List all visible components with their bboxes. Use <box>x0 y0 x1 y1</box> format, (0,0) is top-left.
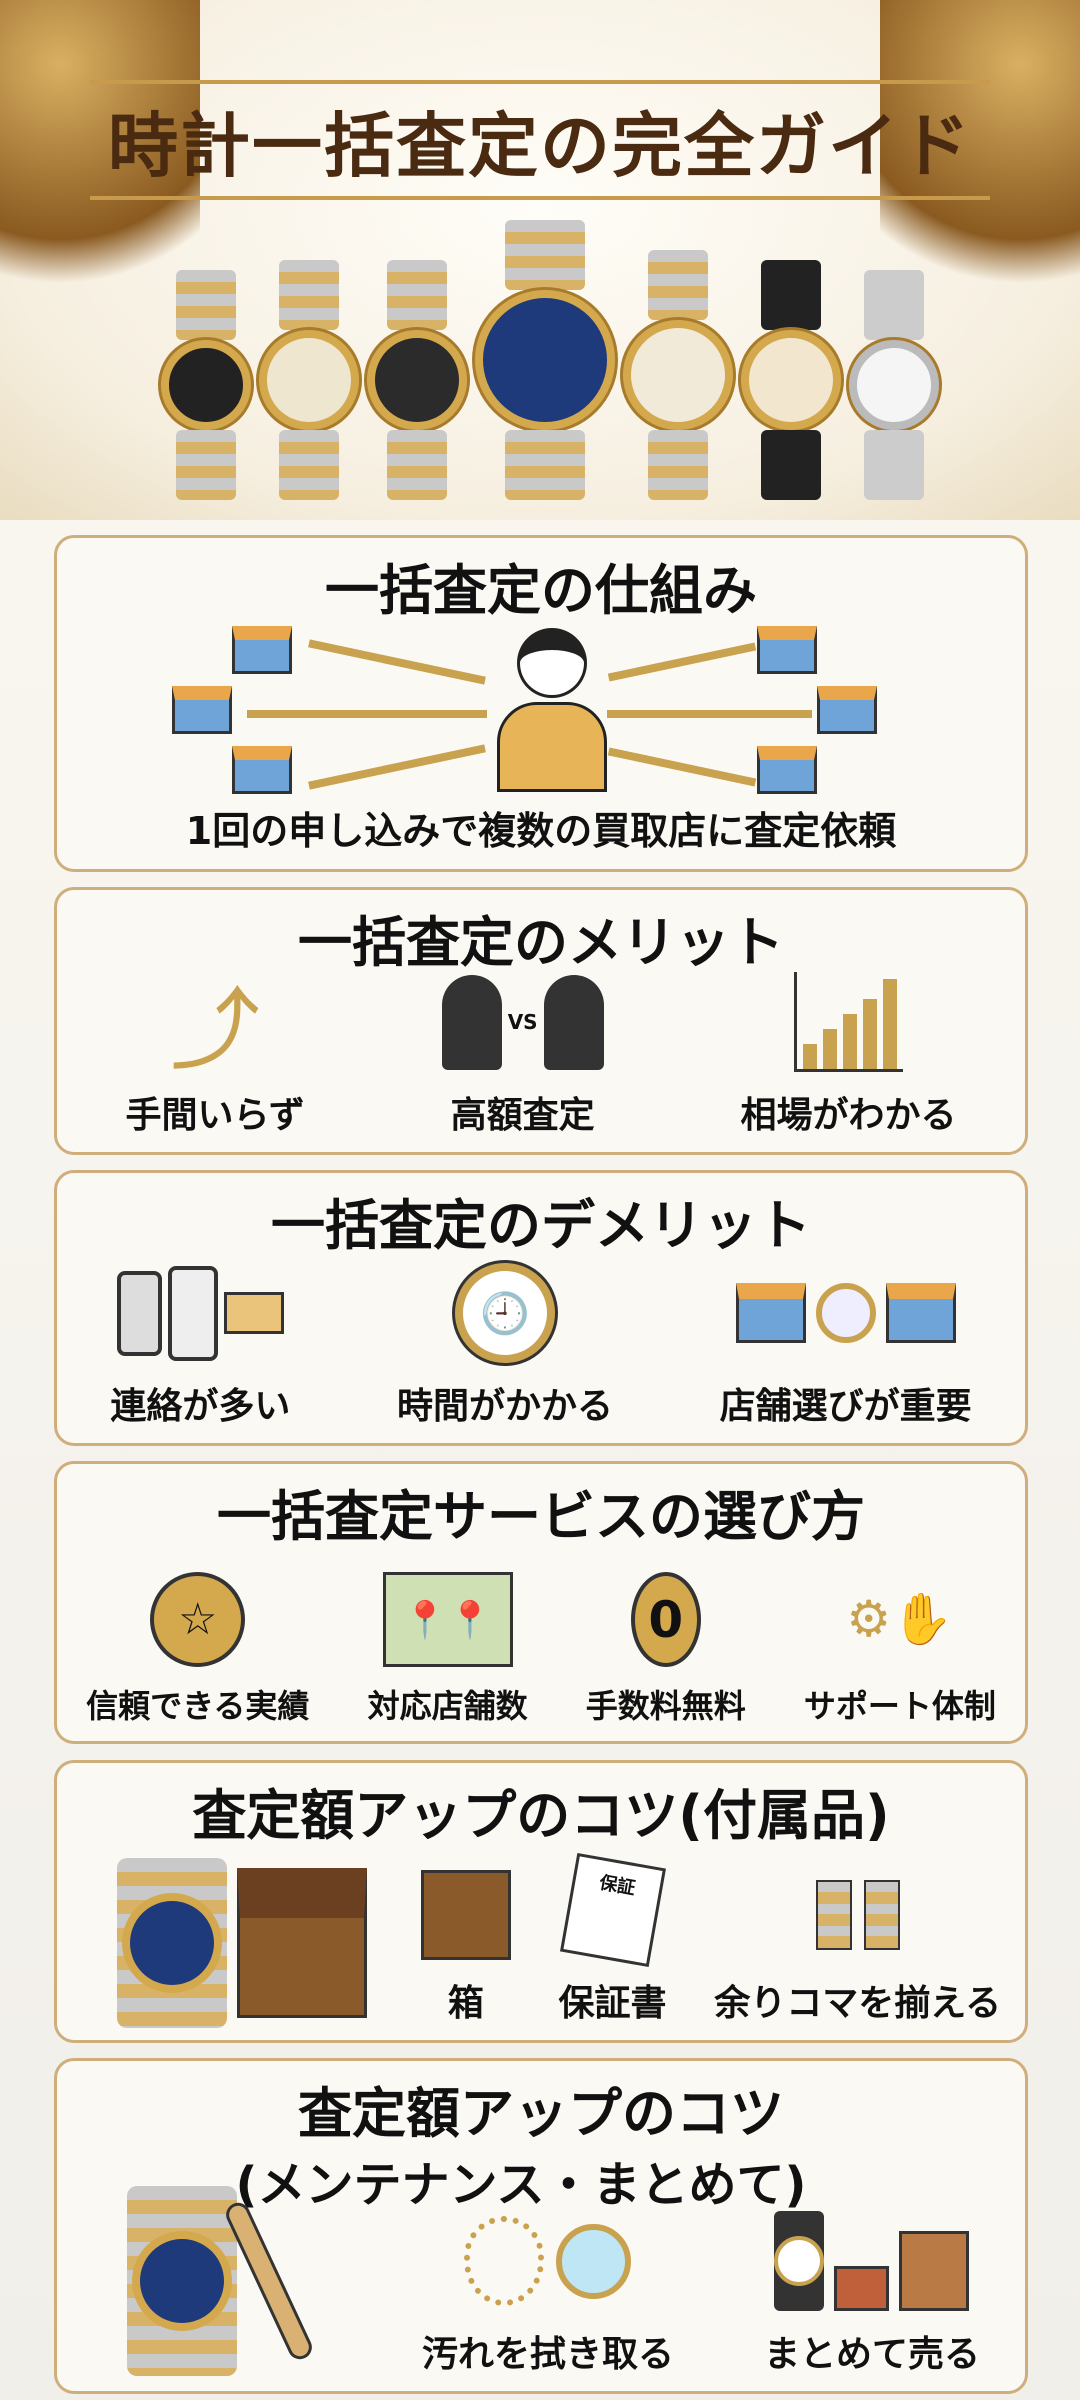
accessory-item: 保証 保証書 <box>559 1852 667 2026</box>
jewel-ornament-right <box>880 0 1080 320</box>
section-heading: 一括査定サービスの選び方 <box>217 1485 865 1548</box>
watch-lineup <box>140 220 960 500</box>
necklace-pocketwatch-icon <box>464 2211 632 2311</box>
watch-icon <box>475 220 615 500</box>
businessmen-vs-icon: VS <box>441 972 604 1072</box>
arrow-icon <box>308 639 486 685</box>
box-icon <box>420 1870 511 1960</box>
page-title: 時計一括査定の完全ガイド <box>90 80 990 200</box>
merit-item: VS 高額査定 <box>441 972 604 1138</box>
section-how-to-choose: 一括査定サービスの選び方 ☆ 信頼できる実績 📍📍 対応店舗数 0 手数料無料 … <box>54 1461 1028 1744</box>
merit-item: ⤴ 手間いらず <box>125 972 304 1138</box>
header-banner: 時計一括査定の完全ガイド <box>0 0 1080 520</box>
section-tips-maintenance: 査定額アップのコツ (メンテナンス・まとめて) 汚れを拭き取る まとめて売る <box>54 2058 1028 2394</box>
phones-mail-icon <box>116 1263 284 1363</box>
merit-item: 相場がわかる <box>741 972 957 1138</box>
shop-icon <box>757 746 817 794</box>
demerit-item: 🕘 時間がかかる <box>397 1263 613 1429</box>
section-heading: 査定額アップのコツ(付属品) <box>192 1784 890 1847</box>
curved-arrow-up-icon: ⤴ <box>170 978 261 1083</box>
watch-icon <box>741 260 841 500</box>
watch-icon <box>161 270 251 500</box>
demerit-item: 店舗選びが重要 <box>720 1263 972 1429</box>
section-tips-accessories: 査定額アップのコツ(付属品) 箱 保証 保証書 余りコマを揃える <box>54 1760 1028 2043</box>
zero-coin-icon: 0 <box>630 1572 701 1667</box>
demerit-item: 連絡が多い <box>110 1263 290 1429</box>
section-mechanism: 一括査定の仕組み 1回の申し込みで複数の買取店に査定依頼 <box>54 535 1028 872</box>
bracelet-links-icon <box>815 1870 900 1960</box>
map-pins-icon: 📍📍 <box>382 1572 513 1667</box>
criteria-item: 📍📍 対応店舗数 <box>368 1572 528 1727</box>
hand-gears-icon: ⚙✋ <box>846 1590 954 1648</box>
arrow-icon <box>607 710 812 718</box>
shop-icon <box>817 686 877 734</box>
section-heading: 一括査定のメリット <box>298 911 784 974</box>
section-subheading: (メンテナンス・まとめて) <box>235 2157 807 2214</box>
accessory-item: 余りコマを揃える <box>714 1870 1001 2026</box>
criteria-item: 0 手数料無料 <box>586 1572 746 1727</box>
watch-icon <box>367 260 467 500</box>
shop-icon <box>757 626 817 674</box>
tip-item: まとめて売る <box>764 2201 980 2377</box>
clock-icon: 🕘 <box>454 1263 555 1363</box>
award-badge-icon: ☆ <box>150 1572 246 1667</box>
section-caption: 1回の申し込みで複数の買取店に査定依頼 <box>185 809 897 853</box>
arrow-icon <box>607 642 757 682</box>
section-heading: 一括査定の仕組み <box>325 559 757 622</box>
person-with-phone-icon <box>497 628 607 798</box>
criteria-item: ☆ 信頼できる実績 <box>86 1572 309 1727</box>
shop-icon <box>232 626 292 674</box>
certificate-icon: 保証 <box>559 1852 666 1968</box>
section-heading: 査定額アップのコツ <box>298 2082 784 2145</box>
shops-magnifier-icon <box>735 1263 956 1363</box>
section-merits: 一括査定のメリット ⤴ 手間いらず VS 高額査定 相場がわかる <box>54 887 1028 1155</box>
watch-icon <box>623 250 733 500</box>
shop-icon <box>172 686 232 734</box>
criteria-item: ⚙✋ サポート体制 <box>804 1572 996 1727</box>
watch-bags-icon <box>774 2201 970 2311</box>
arrow-icon <box>308 744 486 790</box>
watch-icon <box>259 260 359 500</box>
arrow-icon <box>247 710 487 718</box>
jewel-ornament-left <box>0 0 200 320</box>
accessory-item: 箱 <box>420 1870 511 2026</box>
section-heading: 一括査定のデメリット <box>271 1194 811 1257</box>
shop-icon <box>232 746 292 794</box>
watch-brush-icon <box>127 2186 316 2376</box>
watch-icon <box>849 270 939 500</box>
tip-item: 汚れを拭き取る <box>422 2211 674 2377</box>
rising-chart-icon <box>794 972 904 1072</box>
section-demerits: 一括査定のデメリット 連絡が多い 🕘 時間がかかる 店舗選びが重要 <box>54 1170 1028 1446</box>
watch-in-case-icon <box>117 1858 367 2028</box>
arrow-icon <box>607 747 757 787</box>
